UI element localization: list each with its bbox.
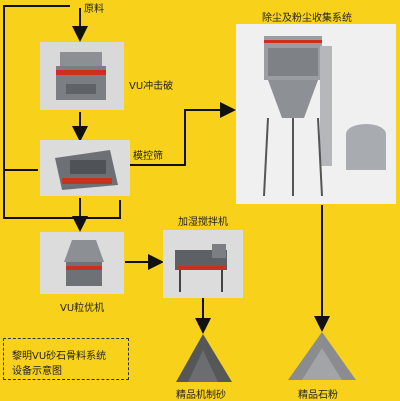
recirculation-loop-bottom <box>3 170 121 219</box>
fine-powder-label: 精品石粉 <box>298 390 338 401</box>
screen-machine-image <box>40 140 130 196</box>
raw-material-label: 原料 <box>84 4 104 15</box>
vu-impact-crusher-image <box>40 42 124 110</box>
vu-impact-crusher-label: VU冲击破 <box>129 81 174 92</box>
vu-shaper-image <box>40 232 124 294</box>
dust-collection-system-image <box>236 24 396 204</box>
flow-lines <box>3 5 330 334</box>
fine-sand-label: 精品机制砂 <box>176 390 226 401</box>
legend-title: 黎明VU砂石骨料系统 <box>12 351 107 362</box>
legend-subtitle: 设备示意图 <box>12 366 62 377</box>
vu-shaper-label: VU粒优机 <box>60 303 105 314</box>
legend-box: 黎明VU砂石骨料系统 设备示意图 <box>3 338 129 380</box>
screen-label: 模控筛 <box>133 151 163 162</box>
fine-sand-pile-image <box>176 334 232 382</box>
fine-powder-pile-image <box>288 332 356 380</box>
humidifying-mixer-label: 加湿搅拌机 <box>178 217 228 228</box>
recirculation-loop-top <box>3 5 70 171</box>
humidifying-mixer-image <box>163 230 243 298</box>
dust-system-label: 除尘及粉尘收集系统 <box>262 13 352 24</box>
arrow-screen-to-dust <box>130 102 236 166</box>
